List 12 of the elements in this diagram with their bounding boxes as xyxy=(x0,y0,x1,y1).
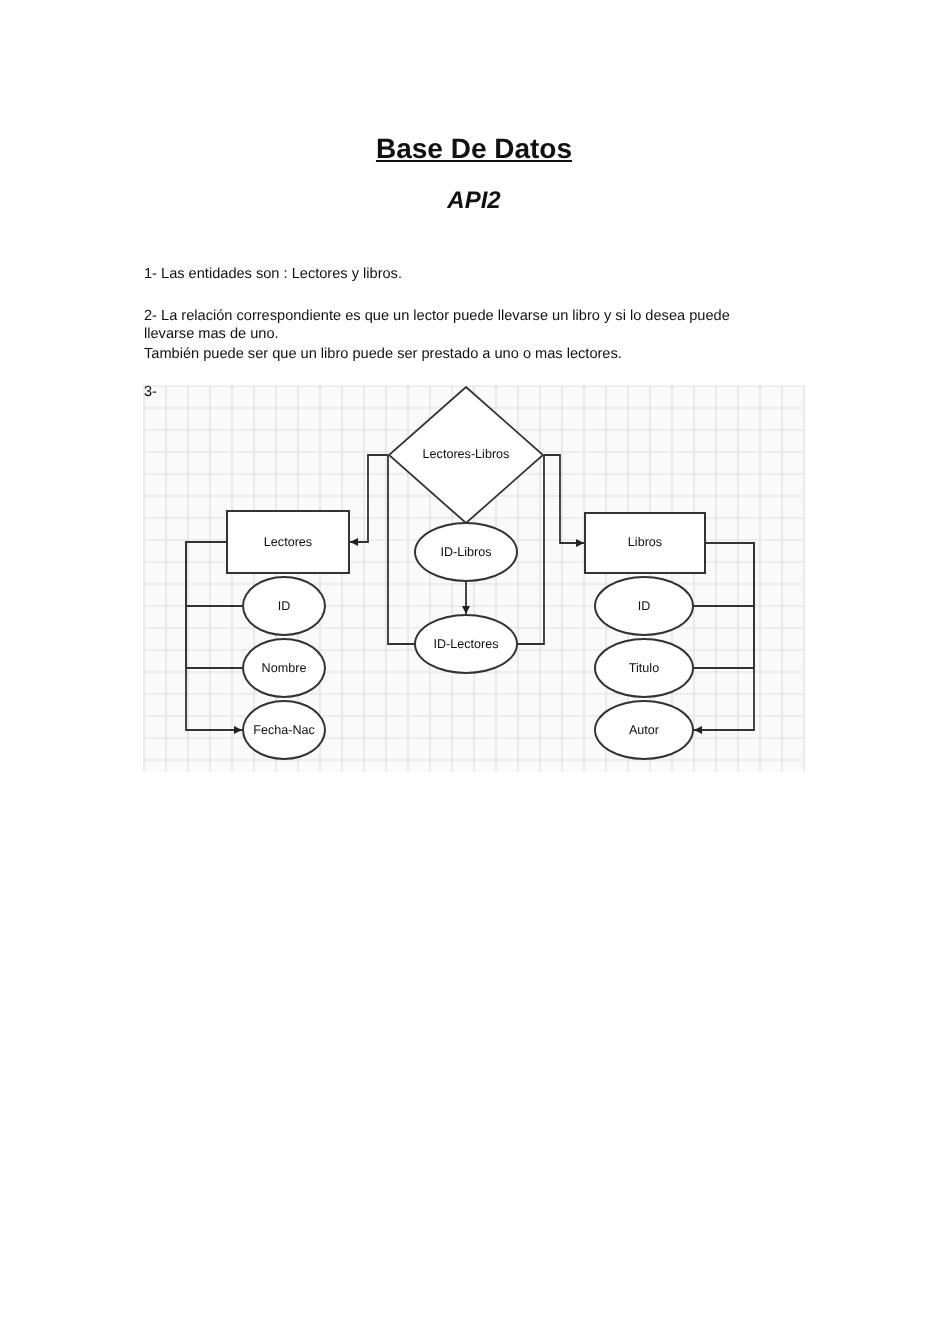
connector-line xyxy=(349,454,389,547)
relationship-diamond xyxy=(388,386,544,524)
connector-line xyxy=(693,542,755,735)
entity-box xyxy=(226,510,350,574)
title: Base De Datos xyxy=(373,132,575,168)
subtitle: API2 xyxy=(445,186,503,214)
connector-line xyxy=(185,541,243,735)
connector-line xyxy=(517,454,545,645)
connector-line xyxy=(543,454,585,548)
connector-line xyxy=(461,581,471,615)
entity-box xyxy=(584,512,706,574)
connector-line xyxy=(387,454,415,645)
